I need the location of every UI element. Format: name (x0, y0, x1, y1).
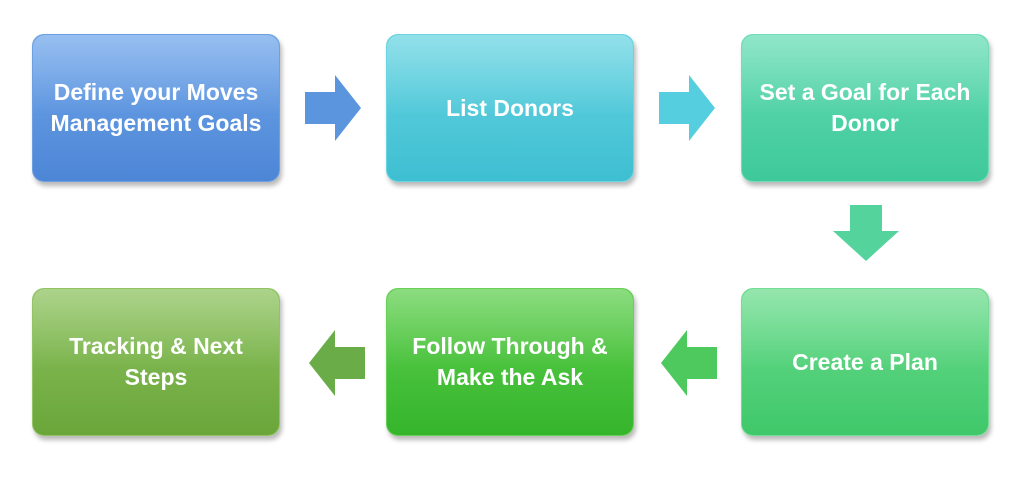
step-create-plan: Create a Plan (741, 288, 989, 436)
step-define-goals: Define your Moves Management Goals (32, 34, 280, 182)
step-tracking: Tracking & Next Steps (32, 288, 280, 436)
step-list-donors: List Donors (386, 34, 634, 182)
step-set-goal: Set a Goal for Each Donor (741, 34, 989, 182)
step-label: Define your Moves Management Goals (50, 79, 262, 136)
arrow-shape (305, 75, 361, 141)
step-label: Set a Goal for Each Donor (759, 79, 971, 136)
arrow-right-icon (659, 75, 715, 141)
step-follow-through: Follow Through & Make the Ask (386, 288, 634, 436)
arrow-shape (833, 205, 899, 261)
arrow-shape (309, 330, 365, 396)
step-label: Follow Through & Make the Ask (412, 333, 608, 390)
arrow-left-icon (661, 330, 717, 396)
arrow-shape (659, 75, 715, 141)
arrow-shape (661, 330, 717, 396)
step-label: Tracking & Next Steps (69, 333, 243, 390)
step-label: List Donors (446, 94, 574, 121)
arrow-right-icon (305, 75, 361, 141)
arrow-left-icon (309, 330, 365, 396)
step-label: Create a Plan (792, 348, 938, 375)
arrow-down-icon (833, 205, 899, 261)
